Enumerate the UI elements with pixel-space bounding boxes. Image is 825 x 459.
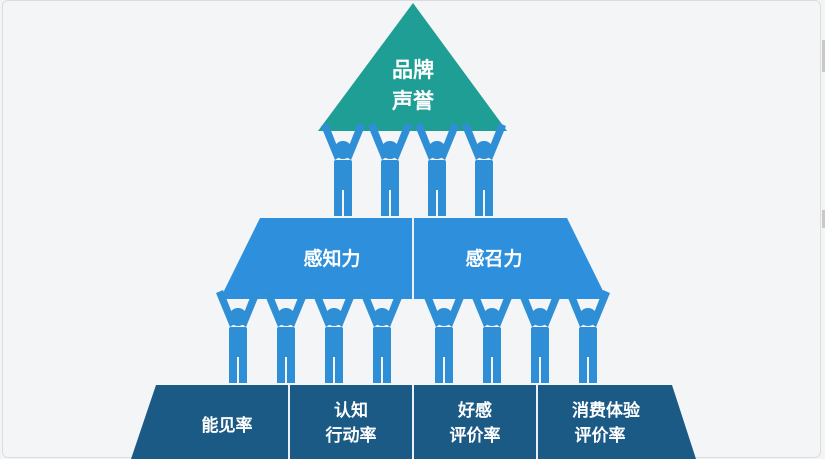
person-figure: [312, 290, 356, 383]
person-figure: [321, 123, 365, 216]
top-tier-label-line1: 品牌: [392, 58, 434, 82]
top-tier-label-line2: 声誉: [391, 89, 435, 113]
pyramid-bottom-tier-segment-3: [413, 385, 537, 459]
bottom-tier-4-label-line2: 评价率: [575, 425, 626, 446]
pyramid-bottom-tier-segment-1: [131, 385, 289, 459]
supporting-figures-lower-row: [216, 290, 610, 383]
person-figure: [462, 123, 506, 216]
person-figure: [360, 290, 404, 383]
bottom-tier-3-label-line2: 评价率: [450, 425, 501, 446]
bottom-tier-2-label-line1: 认知: [334, 400, 368, 421]
person-figure: [422, 290, 466, 383]
person-figure: [470, 290, 514, 383]
pyramid-top-tier: [318, 3, 507, 131]
middle-tier-right-label: 感召力: [465, 247, 522, 270]
person-figure: [216, 290, 260, 383]
bottom-tier-2-label-line2: 行动率: [325, 425, 377, 446]
bottom-tier-3-label-line1: 好感: [457, 400, 492, 421]
person-figure: [415, 123, 459, 216]
pyramid-bottom-tier-segment-2: [289, 385, 413, 459]
pyramid-middle-tier-left: [220, 218, 413, 299]
person-figure: [264, 290, 308, 383]
bottom-tier-4-label-line1: 消费体验: [572, 400, 641, 421]
bottom-tier-1-label: 能见率: [202, 415, 253, 436]
middle-tier-left-label: 感知力: [303, 247, 360, 270]
scroll-marker: [822, 210, 825, 228]
person-figure: [566, 290, 610, 383]
supporting-figures-upper-row: [321, 123, 506, 216]
person-figure: [518, 290, 562, 383]
pyramid-bottom-tier-segment-4: [537, 385, 696, 459]
scroll-marker: [822, 40, 825, 72]
person-figure: [368, 123, 412, 216]
pyramid-middle-tier-right: [413, 218, 607, 299]
